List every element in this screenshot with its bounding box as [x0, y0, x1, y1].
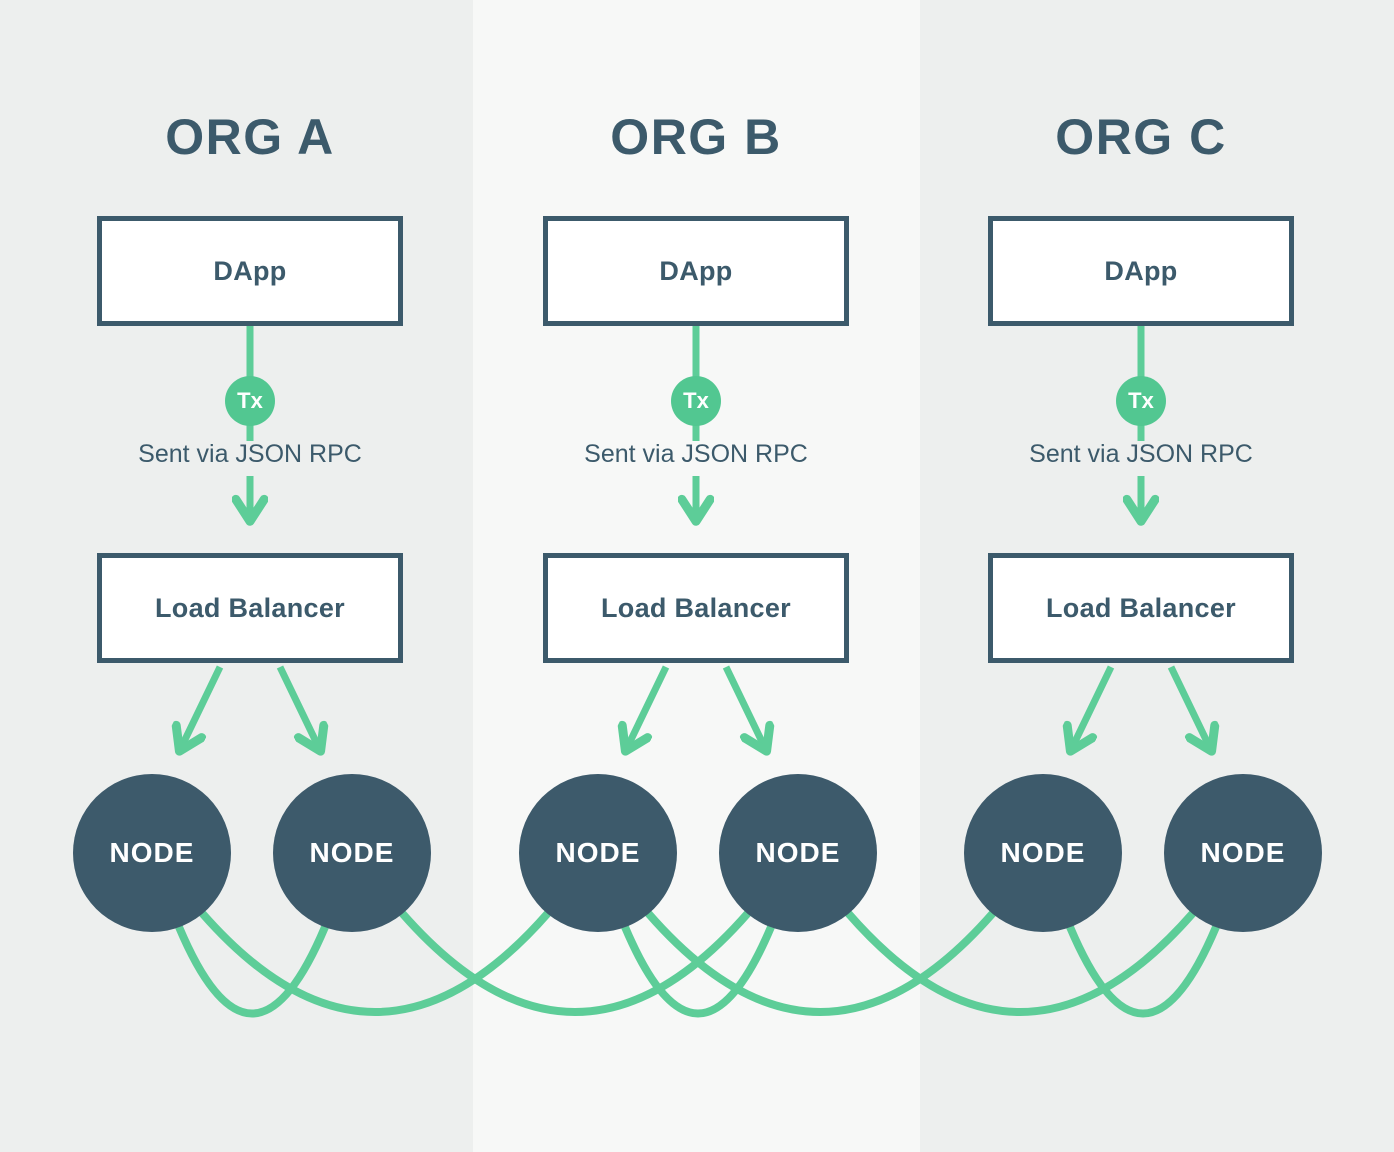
json-rpc-caption: Sent via JSON RPC — [584, 440, 808, 468]
node-mesh-arcs — [175, 910, 1220, 1018]
mesh-arc-a1-a2 — [175, 925, 329, 1018]
org-c-wires — [1071, 326, 1211, 750]
tx-label: Tx — [1128, 388, 1154, 413]
node-circle: NODE — [1164, 774, 1322, 932]
org-a-column: ORG A DApp Tx Sent via JSON RPC Load Bal… — [73, 0, 431, 1152]
load-balancer-box: Load Balancer — [97, 553, 403, 663]
load-balancer-label: Load Balancer — [155, 592, 345, 623]
tx-badge: Tx — [1116, 376, 1166, 426]
mesh-arc-a1-b1 — [198, 910, 552, 1016]
tx-badge: Tx — [225, 376, 275, 426]
mesh-arc-c1-c2 — [1066, 925, 1220, 1018]
lb-to-node-left-arrow-icon — [1071, 665, 1115, 750]
org-b-column: ORG B DApp Tx Sent via JSON RPC Load Bal… — [519, 0, 877, 1152]
lb-to-node-right-arrow-icon — [276, 665, 320, 750]
mesh-arc-b2-c2 — [844, 910, 1197, 1016]
tx-badge: Tx — [671, 376, 721, 426]
load-balancer-box: Load Balancer — [543, 553, 849, 663]
node-circle: NODE — [719, 774, 877, 932]
dapp-label: DApp — [213, 255, 287, 286]
lb-to-node-left-arrow-icon — [626, 665, 670, 750]
load-balancer-label: Load Balancer — [601, 592, 791, 623]
tx-label: Tx — [683, 388, 709, 413]
org-c-column: ORG C DApp Tx Sent via JSON RPC Load Bal… — [964, 0, 1322, 1152]
dapp-box: DApp — [988, 216, 1294, 326]
node-label: NODE — [109, 837, 195, 868]
mesh-arc-b1-b2 — [621, 925, 775, 1018]
tx-label: Tx — [237, 388, 263, 413]
dapp-label: DApp — [659, 255, 733, 286]
dapp-label: DApp — [1104, 255, 1178, 286]
node-label: NODE — [309, 837, 395, 868]
node-label: NODE — [1000, 837, 1086, 868]
org-b-wires — [626, 326, 766, 750]
node-label: NODE — [1200, 837, 1286, 868]
node-label: NODE — [755, 837, 841, 868]
lb-to-node-right-arrow-icon — [1167, 665, 1211, 750]
org-title: ORG C — [1055, 109, 1227, 165]
node-circle: NODE — [519, 774, 677, 932]
node-circle: NODE — [964, 774, 1122, 932]
json-rpc-caption: Sent via JSON RPC — [138, 440, 362, 468]
dapp-box: DApp — [543, 216, 849, 326]
json-rpc-caption: Sent via JSON RPC — [1029, 440, 1253, 468]
load-balancer-box: Load Balancer — [988, 553, 1294, 663]
org-title: ORG B — [610, 109, 782, 165]
mesh-arc-b1-c1 — [644, 910, 997, 1016]
lb-to-node-right-arrow-icon — [722, 665, 766, 750]
node-circle: NODE — [273, 774, 431, 932]
load-balancer-label: Load Balancer — [1046, 592, 1236, 623]
lb-to-node-left-arrow-icon — [180, 665, 224, 750]
org-a-wires — [180, 326, 320, 750]
node-circle: NODE — [73, 774, 231, 932]
org-title: ORG A — [165, 109, 335, 165]
dapp-box: DApp — [97, 216, 403, 326]
node-label: NODE — [555, 837, 641, 868]
